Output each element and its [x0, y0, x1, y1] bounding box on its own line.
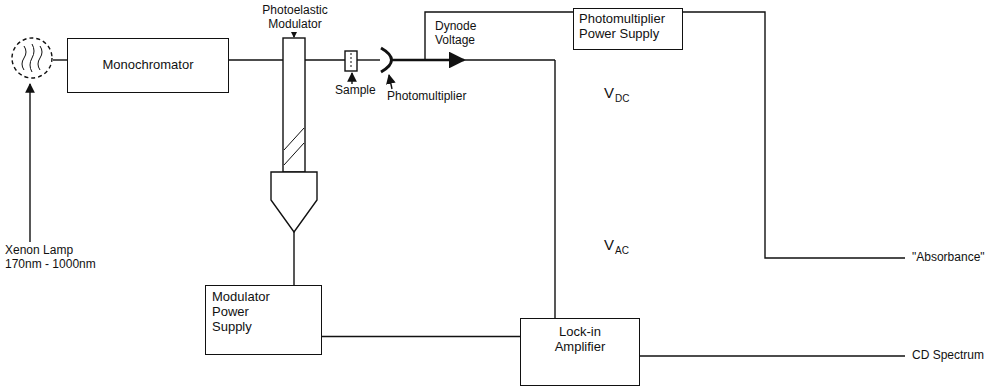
signal-wire [464, 59, 555, 60]
power-supply-box: Modulator Power Supply [205, 285, 322, 355]
leader-line [351, 73, 352, 84]
modulator-crystal [284, 128, 304, 165]
box-label: Photomultiplier Power Supply [579, 12, 675, 42]
lamp-filament [22, 44, 42, 72]
amplifier-box: Lock-in Amplifier [520, 318, 640, 386]
signal-wire [322, 336, 520, 337]
box-label: Lock-in Amplifier [545, 325, 615, 355]
output-label: CD Spectrum [911, 349, 985, 363]
xenon-lamp [12, 38, 52, 78]
output-label: "Absorbance" [911, 251, 986, 265]
part-label: Photomultiplier [386, 90, 467, 104]
leader-line [29, 84, 30, 242]
sample-cell [345, 51, 357, 71]
wire [293, 232, 294, 285]
beam-line [53, 59, 67, 60]
part-label: Photoelastic Modulator [250, 4, 340, 32]
photomultiplier-output [392, 59, 464, 61]
part-label: Xenon Lamp 170nm - 1000nm [4, 244, 106, 272]
part-label: Sample [334, 84, 377, 98]
output-wire [640, 355, 905, 356]
beam-line [357, 59, 380, 60]
leader-line [389, 75, 392, 89]
power-supply-box: Photomultiplier Power Supply [573, 8, 683, 50]
transducer-housing [271, 172, 317, 232]
box-label: Monochromator [102, 58, 193, 73]
signal-wire [554, 60, 555, 318]
signal-subscript: DC [614, 93, 630, 105]
sample-liquid [351, 53, 352, 69]
signal-label: Dynode Voltage [434, 20, 496, 48]
signal-subscript: AC [614, 245, 630, 257]
process-box: Monochromator [67, 38, 229, 93]
photomultiplier-symbol [381, 48, 392, 72]
photoelastic-modulator [283, 38, 305, 172]
box-label: Modulator Power Supply [212, 290, 274, 335]
beam-line [305, 59, 345, 60]
beam-line [229, 59, 283, 60]
